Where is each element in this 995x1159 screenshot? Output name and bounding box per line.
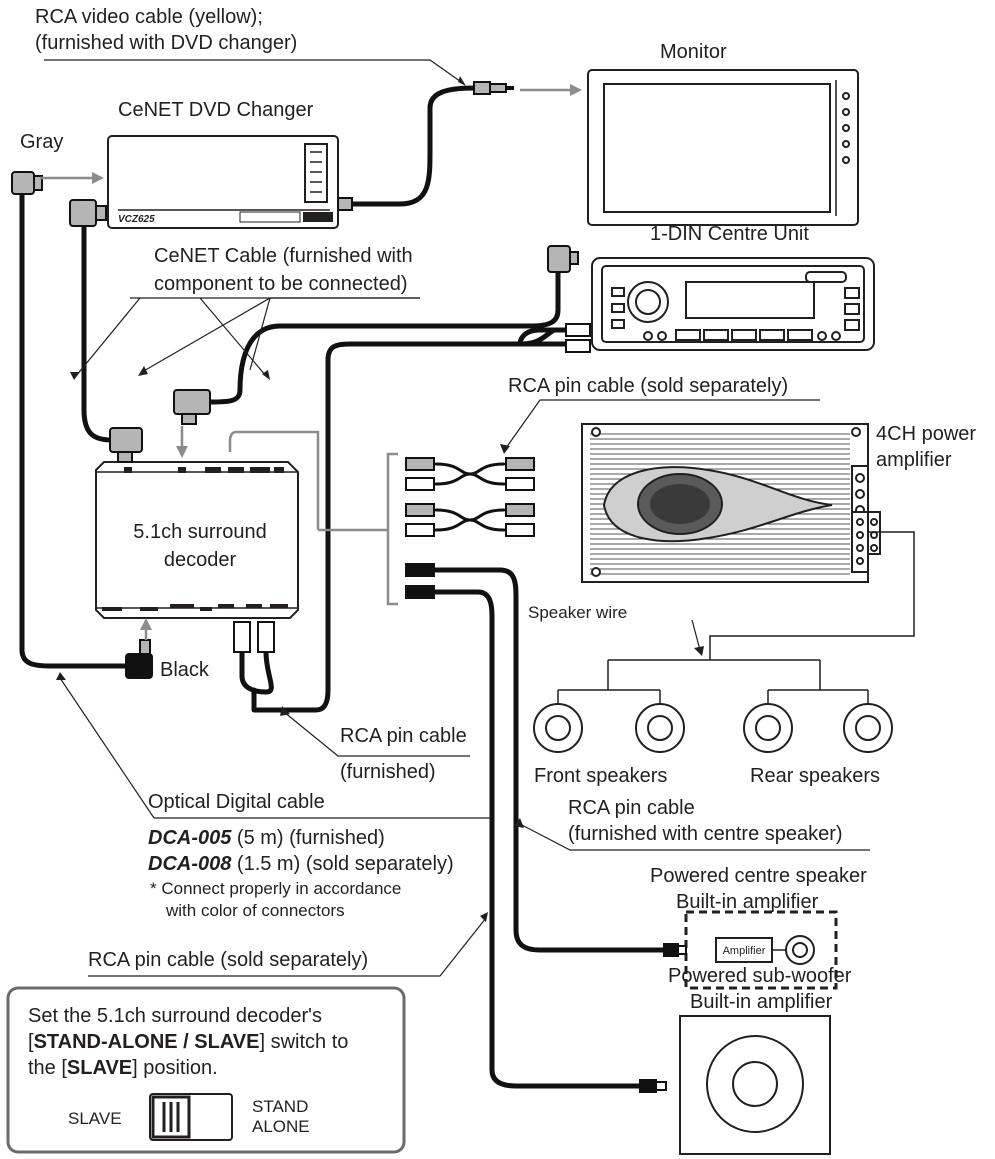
label-cenet-cable-2: component to be connected) — [154, 273, 408, 295]
speaker-wire-tree — [557, 531, 915, 704]
label-rca-pin-furnished-1: RCA pin cable — [340, 725, 467, 747]
power-amplifier-4ch — [581, 423, 881, 583]
gray-arrows — [40, 84, 582, 640]
dvd-changer: VCZ625 — [107, 135, 339, 229]
switch-label-stand: STAND — [252, 1097, 308, 1116]
powered-centre-speaker — [684, 910, 838, 990]
leader-lines — [44, 59, 870, 977]
rca-cable-furnished — [251, 327, 557, 713]
centre-unit — [591, 257, 875, 351]
label-decoder-1: 5.1ch surround — [133, 521, 266, 543]
label-rca-pin-sold-top: RCA pin cable (sold separately) — [508, 375, 788, 397]
label-cenet-cable-1: CeNET Cable (furnished with — [154, 245, 413, 267]
surround-decoder — [95, 461, 299, 619]
label-centre-speaker-2: Built-in amplifier — [676, 891, 819, 913]
slave-switch-note: Set the 5.1ch surround decoder's [STAND-… — [6, 986, 406, 1154]
video-plug-changer — [337, 197, 353, 211]
label-rear-speakers: Rear speakers — [750, 765, 880, 787]
note-line-3: the [SLAVE] position. — [28, 1057, 218, 1079]
rca-cable-centre-speaker — [433, 567, 679, 953]
label-dca008: DCA-008 (1.5 m) (sold separately) — [148, 853, 454, 875]
label-amp-4ch-2: amplifier — [876, 449, 952, 471]
rca-cable-subwoofer — [433, 589, 643, 1089]
label-decoder-2: decoder — [164, 549, 237, 571]
label-dvd-changer: CeNET DVD Changer — [118, 99, 314, 121]
rear-speaker-left — [743, 703, 793, 753]
label-black: Black — [160, 659, 210, 681]
label-connect-note-1: * Connect properly in accordance — [150, 879, 401, 898]
dca005-model: DCA-005 — [148, 827, 232, 849]
label-amp-4ch-1: 4CH power — [876, 423, 976, 445]
label-monitor: Monitor — [660, 41, 727, 63]
label-front-speakers: Front speakers — [534, 765, 667, 787]
label-rca-pin-sold-bottom: RCA pin cable (sold separately) — [88, 949, 368, 971]
front-speaker-right — [635, 703, 685, 753]
label-rca-video-cable-1: RCA video cable (yellow); — [35, 6, 263, 28]
label-rca-video-cable-2: (furnished with DVD changer) — [35, 32, 297, 54]
note-bold-slave: SLAVE — [67, 1057, 132, 1079]
cenet-cable-centre — [207, 269, 561, 405]
cenet-cable-changer — [81, 209, 115, 443]
changer-model-mark: VCZ625 — [118, 214, 155, 225]
label-rca-pin-centre-1: RCA pin cable — [568, 797, 695, 819]
video-cable — [347, 85, 477, 207]
front-speaker-left — [533, 703, 583, 753]
label-centre-speaker-1: Powered centre speaker — [650, 865, 867, 887]
dca008-desc: (1.5 m) (sold separately) — [231, 853, 453, 875]
rear-speaker-right — [843, 703, 893, 753]
switch-label-alone: ALONE — [252, 1117, 310, 1136]
label-speaker-wire: Speaker wire — [528, 603, 627, 622]
label-subwoofer-2: Built-in amplifier — [690, 991, 833, 1013]
label-gray: Gray — [20, 131, 63, 153]
label-centre-unit: 1-DIN Centre Unit — [650, 223, 809, 245]
video-plug-monitor — [473, 81, 491, 95]
label-connect-note-2: with color of connectors — [165, 901, 345, 920]
note-line-2: [STAND-ALONE / SLAVE] switch to — [28, 1031, 348, 1053]
dca005-desc: (5 m) (furnished) — [231, 827, 384, 849]
monitor — [587, 69, 859, 226]
label-rca-pin-centre-2: (furnished with centre speaker) — [568, 823, 843, 845]
label-amplifier-box: Amplifier — [723, 945, 766, 957]
switch-label-slave: SLAVE — [68, 1109, 122, 1128]
rca-cables-to-amplifier — [405, 457, 535, 537]
rca-furnished-y — [239, 649, 274, 695]
connection-bracket — [228, 430, 398, 606]
label-rca-pin-furnished-2: (furnished) — [340, 761, 436, 783]
note-line-1: Set the 5.1ch surround decoder's — [28, 1005, 322, 1027]
label-optical-cable: Optical Digital cable — [148, 791, 325, 813]
optical-cable — [19, 187, 131, 669]
label-subwoofer-1: Powered sub-woofer — [668, 965, 852, 987]
powered-subwoofer — [679, 1015, 831, 1155]
dca008-model: DCA-008 — [148, 853, 232, 875]
label-dca005: DCA-005 (5 m) (furnished) — [148, 827, 385, 849]
note-bold-switch: STAND-ALONE / SLAVE — [34, 1031, 260, 1053]
